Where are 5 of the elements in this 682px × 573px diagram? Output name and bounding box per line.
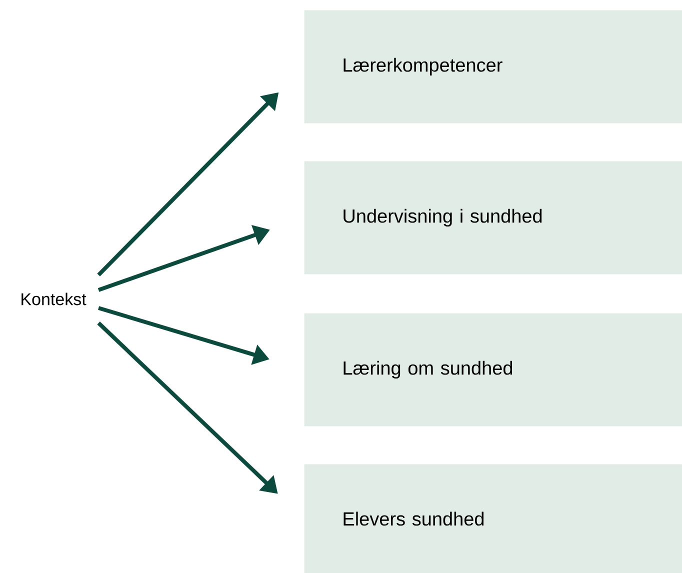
text-box: Undervisning i sundhed — [304, 161, 682, 274]
text-box: Lærerkompetencer — [304, 10, 682, 124]
context-label: Kontekst — [22, 292, 86, 306]
text-box: Elevers sundhed — [304, 464, 682, 573]
text-box: Læring om sundhed — [304, 313, 682, 426]
